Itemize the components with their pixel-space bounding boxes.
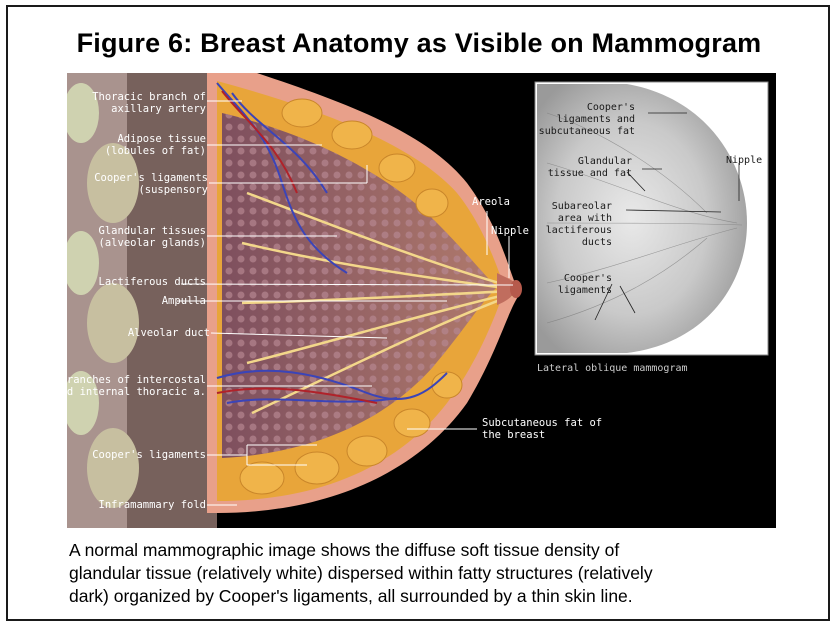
label-subcutaneous-1: Subcutaneous fat of [482, 417, 602, 429]
m-label-nipple: Nipple [726, 155, 762, 166]
label-coopers-suspensory-2: (suspensory [138, 184, 208, 196]
label-ampulla: Ampulla [162, 295, 206, 307]
m-label-coopers-1: Cooper's [587, 102, 635, 113]
figure-caption: A normal mammographic image shows the di… [69, 539, 789, 608]
caption-line-3: dark) organized by Cooper's ligaments, a… [69, 585, 789, 608]
label-adipose-1: Adipose tissue [117, 133, 206, 145]
label-glandular-2: (alveolar glands) [99, 237, 206, 249]
label-subcutaneous-2: the breast [482, 429, 545, 441]
label-intercostal-1: Branches of intercostal [67, 374, 206, 386]
m-label-subareolar-2: area with [558, 213, 612, 224]
label-inframammary: Inframammary fold [99, 499, 206, 511]
label-coopers-suspensory-1: Cooper's ligaments [94, 172, 208, 184]
label-thoracic-branch-2: axillary artery [111, 103, 206, 115]
caption-line-1: A normal mammographic image shows the di… [69, 539, 789, 562]
m-label-glandular-2: tissue and fat [548, 168, 632, 179]
label-alveolar-duct: Alveolar duct [128, 327, 210, 339]
m-label-coopers-lig-2: ligaments [558, 285, 612, 296]
m-label-coopers-lig-1: Cooper's [564, 273, 612, 284]
label-glandular-1: Glandular tissues [99, 225, 206, 237]
nipple [510, 280, 522, 298]
anatomy-illustration: Thoracic branch of axillary artery Adipo… [67, 73, 776, 528]
m-label-coopers-3: subcutaneous fat [539, 126, 635, 137]
mammogram-caption: Lateral oblique mammogram [537, 363, 688, 374]
m-label-subareolar-4: ducts [582, 237, 612, 248]
figure-title: Figure 6: Breast Anatomy as Visible on M… [0, 28, 838, 59]
m-label-glandular-1: Glandular [578, 156, 632, 167]
m-label-subareolar-3: lactiferous [546, 225, 612, 236]
label-intercostal-2: and internal thoracic a. [67, 386, 206, 398]
label-thoracic-branch-1: Thoracic branch of [92, 91, 206, 103]
label-coopers: Cooper's ligaments [92, 449, 206, 461]
label-lactiferous: Lactiferous ducts [99, 276, 206, 288]
label-adipose-2: (lobules of fat) [105, 145, 206, 157]
m-label-coopers-2: ligaments and [557, 114, 635, 125]
label-areola: Areola [472, 196, 510, 208]
caption-line-2: glandular tissue (relatively white) disp… [69, 562, 789, 585]
m-label-subareolar-1: Subareolar [552, 201, 612, 212]
label-nipple: Nipple [491, 225, 529, 237]
anatomy-figure: Thoracic branch of axillary artery Adipo… [67, 73, 776, 528]
